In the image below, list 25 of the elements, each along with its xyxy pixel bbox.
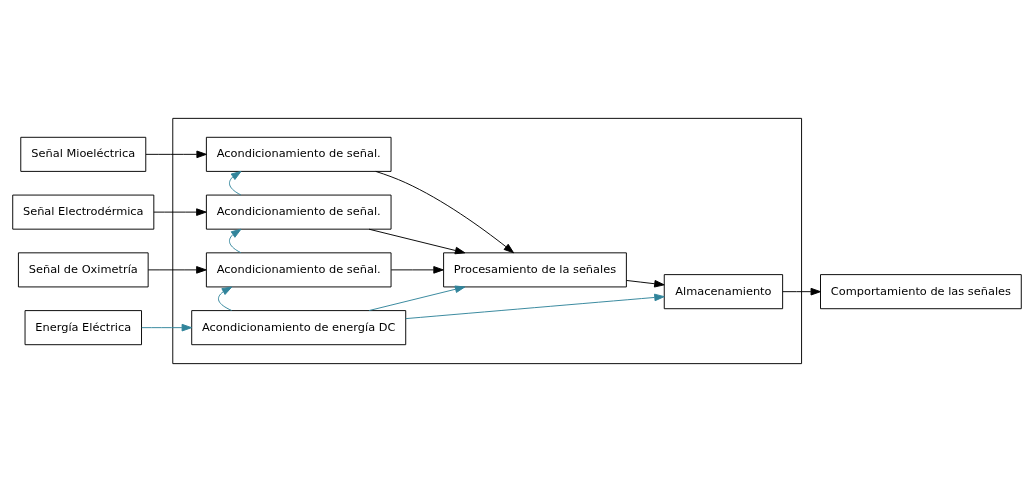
node-box: Acondicionamiento de señal. <box>205 251 392 287</box>
node-box: Acondicionamiento de señal. <box>205 136 392 172</box>
arrow <box>229 170 242 195</box>
arrow <box>368 228 466 254</box>
arrow <box>145 150 207 158</box>
arrow <box>375 170 515 253</box>
node-box: Señal Mioeléctrica <box>20 136 147 172</box>
arrow <box>390 265 444 274</box>
arrow <box>141 323 193 331</box>
arrow <box>147 265 207 274</box>
node-box: Energía Eléctrica <box>24 309 142 345</box>
arrow <box>229 228 242 253</box>
node-box: Acondicionamiento de señal. <box>205 194 392 230</box>
cluster <box>172 117 803 364</box>
node-box: Almacenamiento <box>663 273 784 309</box>
node-box: Señal de Oximetría <box>17 251 149 287</box>
arrow <box>405 293 665 319</box>
arrow <box>153 207 207 216</box>
node-box: Comportamiento de las señales <box>820 273 1022 309</box>
node-box: Acondicionamiento de energía DC <box>191 309 407 345</box>
node-box: Procesamiento de la señales <box>443 251 627 287</box>
arrow <box>626 279 665 287</box>
arrow <box>368 285 466 311</box>
node-box: Señal Electrodérmica <box>12 194 155 230</box>
arrow <box>782 287 821 295</box>
